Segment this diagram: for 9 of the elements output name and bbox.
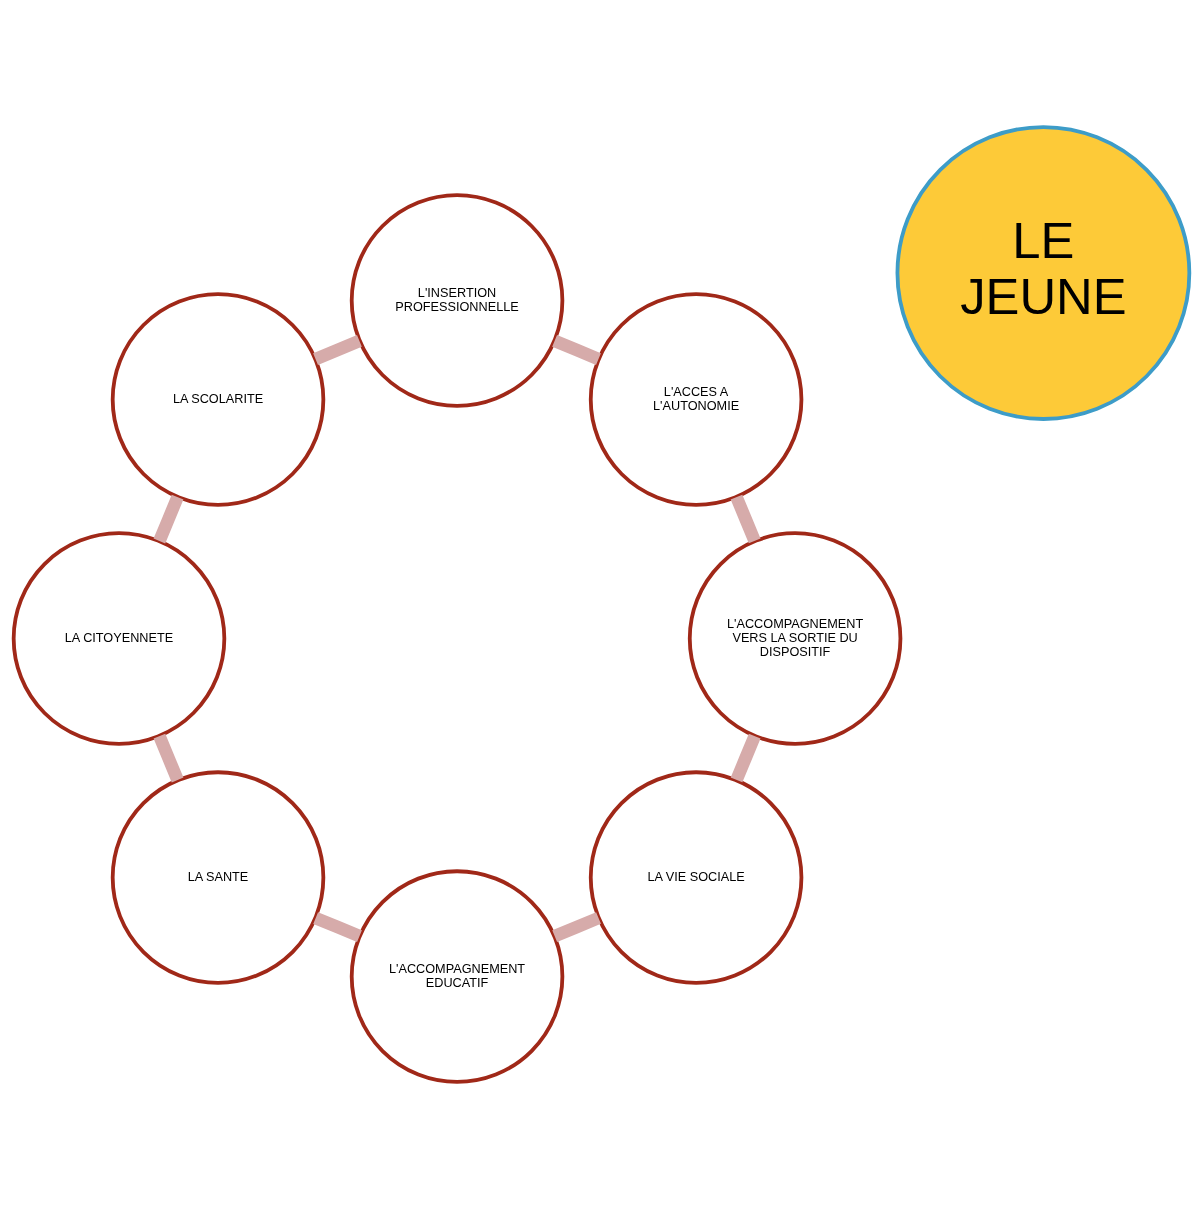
node-circle: LA SCOLARITE: [110, 291, 326, 507]
node-circle: LE JEUNE: [895, 124, 1192, 421]
node-circle: LA VIE SOCIALE: [588, 769, 804, 985]
node-circle: L'ACCOMPAGNEMENT VERS LA SORTIE DU DISPOSITIF: [687, 530, 903, 746]
node-circle: LA CITOYENNETE: [11, 530, 227, 746]
node-circle: LA SANTE: [110, 769, 326, 985]
node-circle: L'INSERTION PROFESSIONNELLE: [349, 192, 565, 408]
node-circle: L'ACCES A L'AUTONOMIE: [588, 291, 804, 507]
node-circle: L'ACCOMPAGNEMENT EDUCATIF: [349, 868, 565, 1084]
